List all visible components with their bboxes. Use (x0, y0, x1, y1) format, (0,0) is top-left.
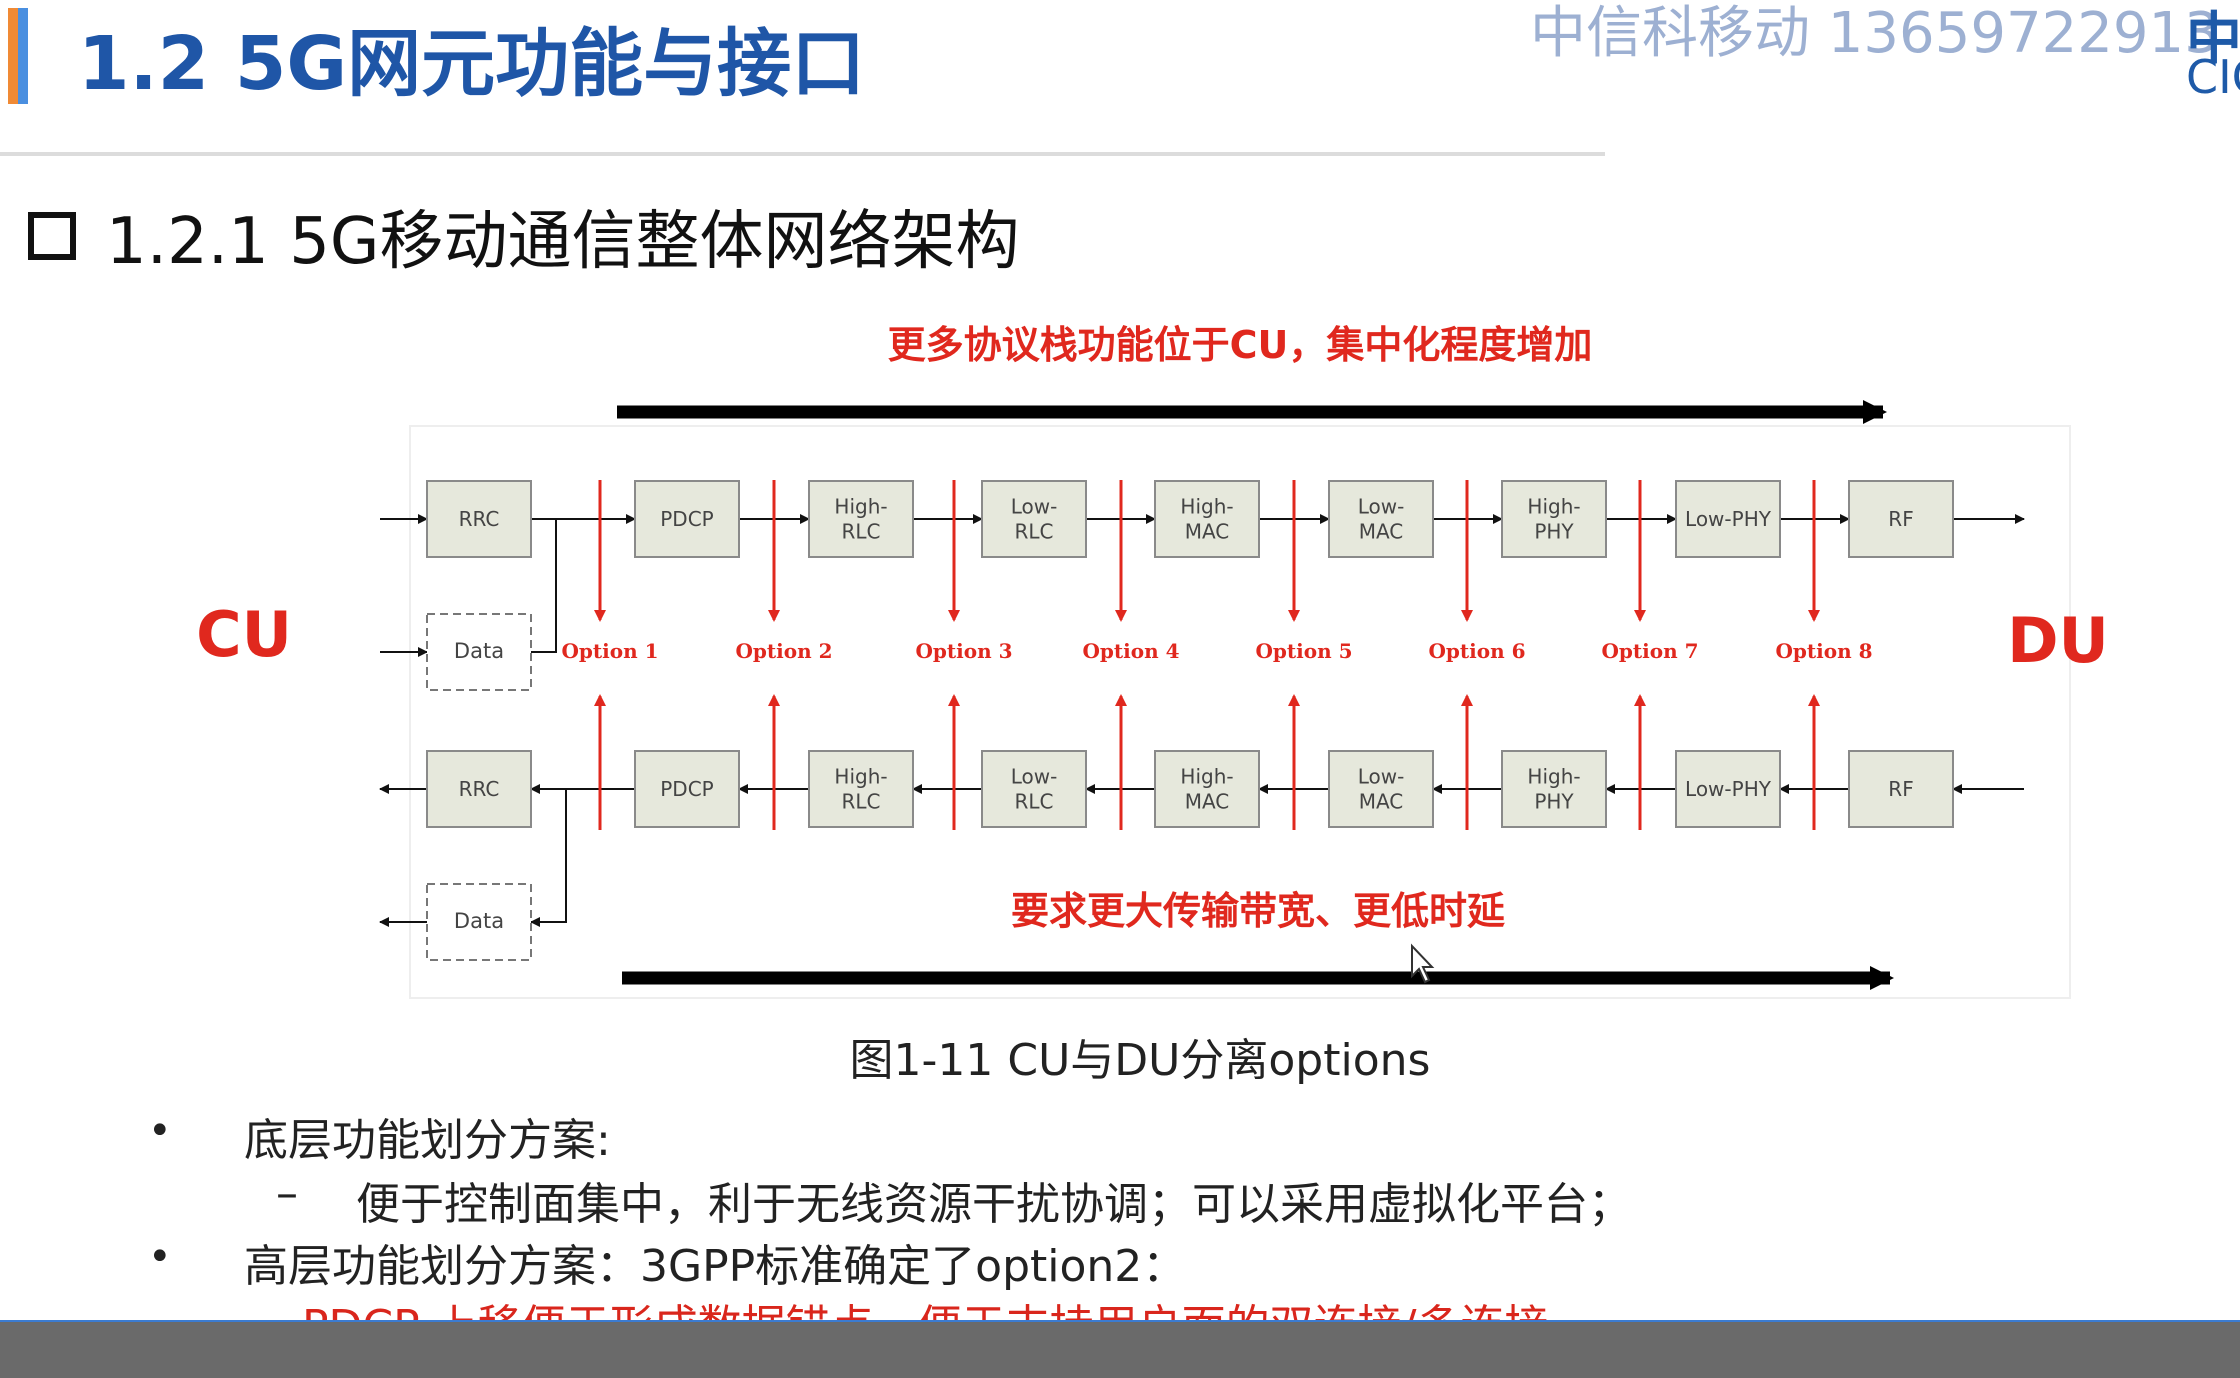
data-box-bottom: Data (426, 883, 532, 961)
option-split-6: Option 6 (1428, 480, 1526, 830)
top-row-block-label: RRC (459, 507, 500, 531)
bottom-row-block-label: RLC (1014, 790, 1053, 814)
top-row-block: RF (1848, 480, 1954, 558)
top-row-block-label: MAC (1185, 520, 1230, 544)
top-annotation: 更多协议栈功能位于CU，集中化程度增加 (888, 323, 1593, 367)
top-row-block-label: Low-PHY (1685, 507, 1772, 531)
bullet-dot: • (148, 1108, 172, 1154)
square-bullet-icon (28, 212, 76, 260)
top-row-block: RRC (426, 480, 532, 558)
top-row-block-label: Low- (1011, 495, 1058, 519)
data-top-join (531, 519, 557, 653)
flow-lines (379, 514, 2025, 927)
bottom-row-block-label: Low-PHY (1685, 777, 1772, 801)
figure-caption: 图1-11 CU与DU分离options (849, 1035, 1431, 1086)
option-split-2: Option 2 (735, 480, 833, 830)
bottom-row-block-label: PHY (1534, 790, 1574, 814)
bullet-1-dash: – (276, 1168, 298, 1219)
bottom-row-block-label: RLC (841, 790, 880, 814)
bottom-row-block: Low-MAC (1328, 750, 1434, 828)
bottom-row-block: High-MAC (1154, 750, 1260, 828)
top-row-block-label: RLC (1014, 520, 1053, 544)
top-row-block: High-RLC (808, 480, 914, 558)
option-label: Option 1 (561, 639, 658, 663)
cu-label: CU (196, 598, 292, 671)
top-row-block-label: Low- (1358, 495, 1405, 519)
top-row-block-label: RLC (841, 520, 880, 544)
option-label: Option 4 (1082, 639, 1179, 663)
top-row-block: High-PHY (1501, 480, 1607, 558)
top-row-block: High-MAC (1154, 480, 1260, 558)
top-row-block: Low-RLC (981, 480, 1087, 558)
option-split-5: Option 5 (1255, 480, 1353, 830)
option-label: Option 6 (1428, 639, 1525, 663)
bottom-row-block-label: Low- (1011, 765, 1058, 789)
bottom-row-block: High-PHY (1501, 750, 1607, 828)
bottom-row-block-label: Low- (1358, 765, 1405, 789)
title-accent-bar (8, 8, 28, 104)
du-label: DU (2007, 604, 2109, 677)
top-row-block-label: High- (1180, 495, 1233, 519)
company-logo-en: CIC (2186, 50, 2240, 104)
mouse-cursor-icon (1411, 943, 1435, 984)
section-heading: 1.2.1 5G移动通信整体网络架构 (28, 190, 1020, 282)
bottom-row-block: PDCP (634, 750, 740, 828)
data-box-top-label: Data (454, 639, 504, 663)
player-control-bar[interactable] (0, 1322, 2240, 1378)
top-row-block: PDCP (634, 480, 740, 558)
bottom-row-block: High-RLC (808, 750, 914, 828)
data-box-top: Data (426, 613, 532, 691)
option-split-3: Option 3 (915, 480, 1013, 830)
bullet-2: 高层功能划分方案：3GPP标准确定了option2： (244, 1241, 1187, 1292)
data-bottom-branch (530, 789, 567, 927)
bottom-row-block-label: High- (1180, 765, 1233, 789)
bullet-1: 底层功能划分方案: (244, 1115, 611, 1166)
bottom-row-block-label: RF (1888, 777, 1913, 801)
option-label: Option 5 (1255, 639, 1352, 663)
bottom-annotation: 要求更大传输带宽、更低时延 (1011, 889, 1505, 933)
company-logo-cn: 中信 (2186, 7, 2240, 72)
option-split-7: Option 7 (1601, 480, 1699, 830)
bottom-row-block-label: MAC (1359, 790, 1404, 814)
option-label: Option 2 (735, 639, 832, 663)
option-label: Option 3 (915, 639, 1012, 663)
option-label: Option 8 (1775, 639, 1872, 663)
title-divider (0, 152, 1605, 156)
slide-title: 1.2 5G网元功能与接口 (78, 21, 866, 107)
bottom-row-block: RRC (426, 750, 532, 828)
option-split-8: Option 8 (1775, 480, 1873, 830)
bottom-row-block: Low-RLC (981, 750, 1087, 828)
section-heading-text: 1.2.1 5G移动通信整体网络架构 (106, 205, 1020, 279)
top-row-block-label: PHY (1534, 520, 1574, 544)
bottom-row-block-label: High- (834, 765, 887, 789)
top-row-block-label: PDCP (660, 507, 714, 531)
bottom-row-block-label: High- (1527, 765, 1580, 789)
option-label: Option 7 (1601, 639, 1698, 663)
top-row-block-label: High- (834, 495, 887, 519)
option-split-4: Option 4 (1082, 480, 1180, 830)
bottom-row-block: Low-PHY (1675, 750, 1781, 828)
option-split-points: Option 1 Option 2 Option 3 Option 4 Option 5… (561, 480, 1873, 830)
bottom-row-block-label: PDCP (660, 777, 714, 801)
bullet-dot: • (148, 1234, 172, 1280)
bottom-row-block-label: RRC (459, 777, 500, 801)
top-row-block-label: RF (1888, 507, 1913, 531)
watermark-text: 中信科移动 13659722913 (1530, 1, 2220, 66)
option-split-1: Option 1 (561, 480, 659, 830)
top-row-block: Low-MAC (1328, 480, 1434, 558)
bottom-row-block: RF (1848, 750, 1954, 828)
data-box-bottom-label: Data (454, 909, 504, 933)
bullet-1-sub: 便于控制面集中，利于无线资源干扰协调；可以采用虚拟化平台； (356, 1179, 1632, 1230)
bottom-row-block-label: MAC (1185, 790, 1230, 814)
top-row-block-label: MAC (1359, 520, 1404, 544)
top-row-block-label: High- (1527, 495, 1580, 519)
top-row-block: Low-PHY (1675, 480, 1781, 558)
